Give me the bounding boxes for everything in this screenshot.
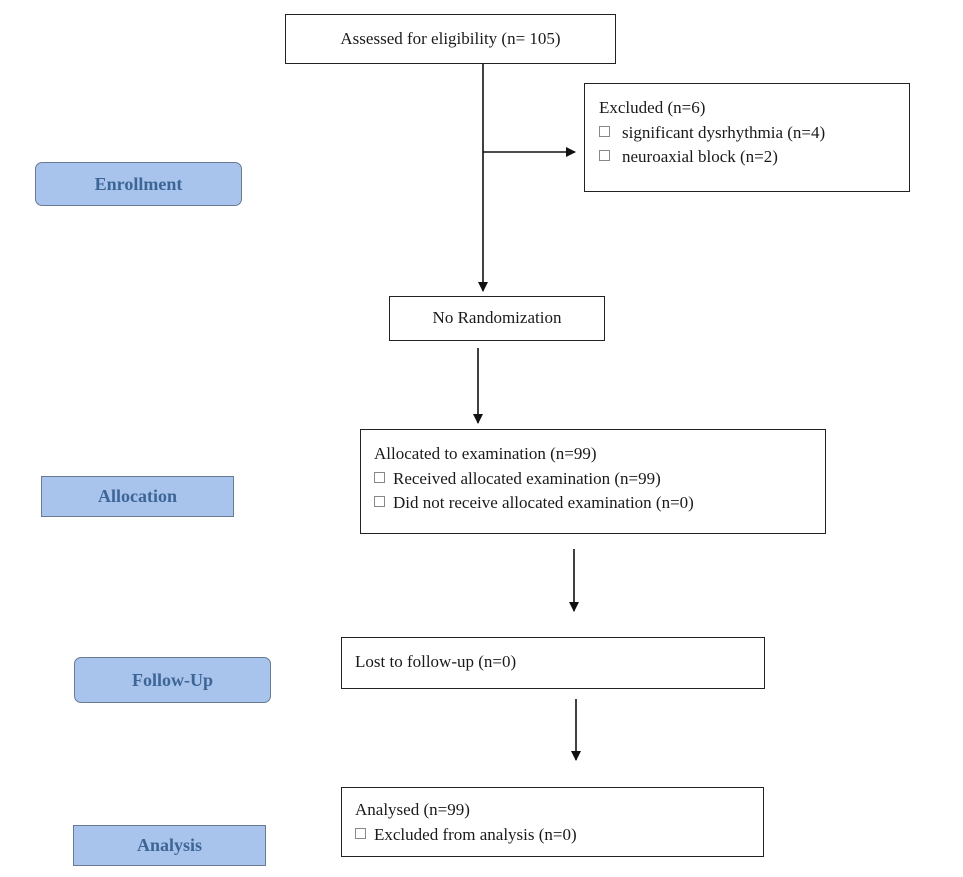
stage-follow-up: Follow-Up	[74, 657, 271, 703]
checkbox-icon	[374, 471, 385, 483]
allocated-item: Received allocated examination (n=99)	[374, 467, 825, 492]
excluded-title: Excluded (n=6)	[599, 98, 706, 117]
excluded-item-label: neuroaxial block (n=2)	[622, 147, 778, 167]
randomization-label: No Randomization	[432, 308, 562, 328]
allocated-box: Allocated to examination (n=99) Received…	[360, 429, 826, 534]
stage-enrollment: Enrollment	[35, 162, 242, 206]
stage-analysis-label: Analysis	[136, 835, 203, 855]
checkbox-icon	[374, 496, 385, 508]
allocated-title: Allocated to examination (n=99)	[374, 444, 597, 463]
stage-allocation: Allocation	[41, 476, 234, 517]
lost-box: Lost to follow-up (n=0)	[341, 637, 765, 689]
excluded-item: significant dysrhythmia (n=4)	[599, 121, 909, 146]
stage-analysis: Analysis	[73, 825, 266, 866]
lost-label: Lost to follow-up (n=0)	[355, 652, 517, 671]
analysed-item-label: Excluded from analysis (n=0)	[374, 824, 577, 844]
excluded-box: Excluded (n=6) significant dysrhythmia (…	[584, 83, 910, 192]
assessed-label: Assessed for eligibility (n= 105)	[340, 28, 561, 48]
analysed-box: Analysed (n=99) Excluded from analysis (…	[341, 787, 764, 857]
analysed-title: Analysed (n=99)	[355, 800, 470, 819]
checkbox-icon	[355, 827, 366, 839]
checkbox-icon	[599, 125, 610, 137]
stage-allocation-label: Allocation	[98, 486, 177, 506]
allocated-item-label: Received allocated examination (n=99)	[393, 468, 661, 488]
assessed-box: Assessed for eligibility (n= 105)	[285, 14, 616, 64]
randomization-box: No Randomization	[389, 296, 605, 341]
excluded-item: neuroaxial block (n=2)	[599, 145, 909, 170]
analysed-item: Excluded from analysis (n=0)	[355, 823, 763, 848]
allocated-item: Did not receive allocated examination (n…	[374, 491, 825, 516]
checkbox-icon	[599, 150, 610, 162]
allocated-item-label: Did not receive allocated examination (n…	[393, 493, 694, 513]
stage-enrollment-label: Enrollment	[94, 173, 183, 194]
stage-follow-up-label: Follow-Up	[132, 669, 213, 690]
excluded-item-label: significant dysrhythmia (n=4)	[622, 122, 826, 142]
